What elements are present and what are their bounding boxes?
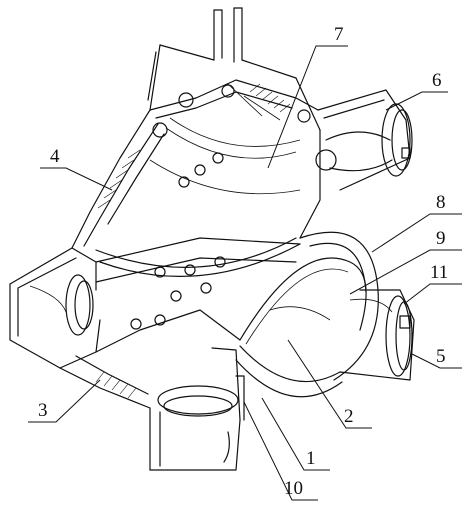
right-upper-pipe <box>317 89 413 191</box>
label-6: 6 <box>432 70 442 91</box>
left-upper-wall <box>71 109 165 249</box>
label-5: 5 <box>436 346 446 367</box>
leader-1 <box>261 397 330 471</box>
leader-2 <box>287 339 372 429</box>
part-labels: 7 6 4 8 9 11 5 2 1 10 3 <box>38 24 448 499</box>
leader-4 <box>40 167 113 191</box>
top-pipe-upper <box>147 7 321 131</box>
leader-3 <box>28 379 101 423</box>
central-cavity <box>95 129 337 277</box>
label-4: 4 <box>50 146 60 167</box>
label-10: 10 <box>284 478 303 499</box>
label-11: 11 <box>430 262 448 283</box>
label-2: 2 <box>344 406 354 427</box>
label-9: 9 <box>436 228 446 249</box>
leader-8 <box>371 213 462 253</box>
leader-9 <box>349 249 462 295</box>
label-8: 8 <box>436 192 446 213</box>
right-lower-pipe <box>339 289 415 381</box>
label-1: 1 <box>306 448 316 469</box>
label-7: 7 <box>334 24 344 45</box>
lower-bowl <box>235 306 343 398</box>
left-lower-wall <box>59 309 241 409</box>
leader-6 <box>385 91 448 111</box>
label-3: 3 <box>38 400 48 421</box>
leader-lines <box>28 45 462 501</box>
leader-5 <box>411 353 462 369</box>
left-pipe <box>9 247 101 369</box>
middle-ribs <box>95 237 301 330</box>
leader-11 <box>403 283 462 305</box>
leader-7 <box>267 45 348 169</box>
leader-10 <box>243 401 318 501</box>
bottom-pipe <box>149 347 245 471</box>
upper-frame <box>149 79 319 188</box>
